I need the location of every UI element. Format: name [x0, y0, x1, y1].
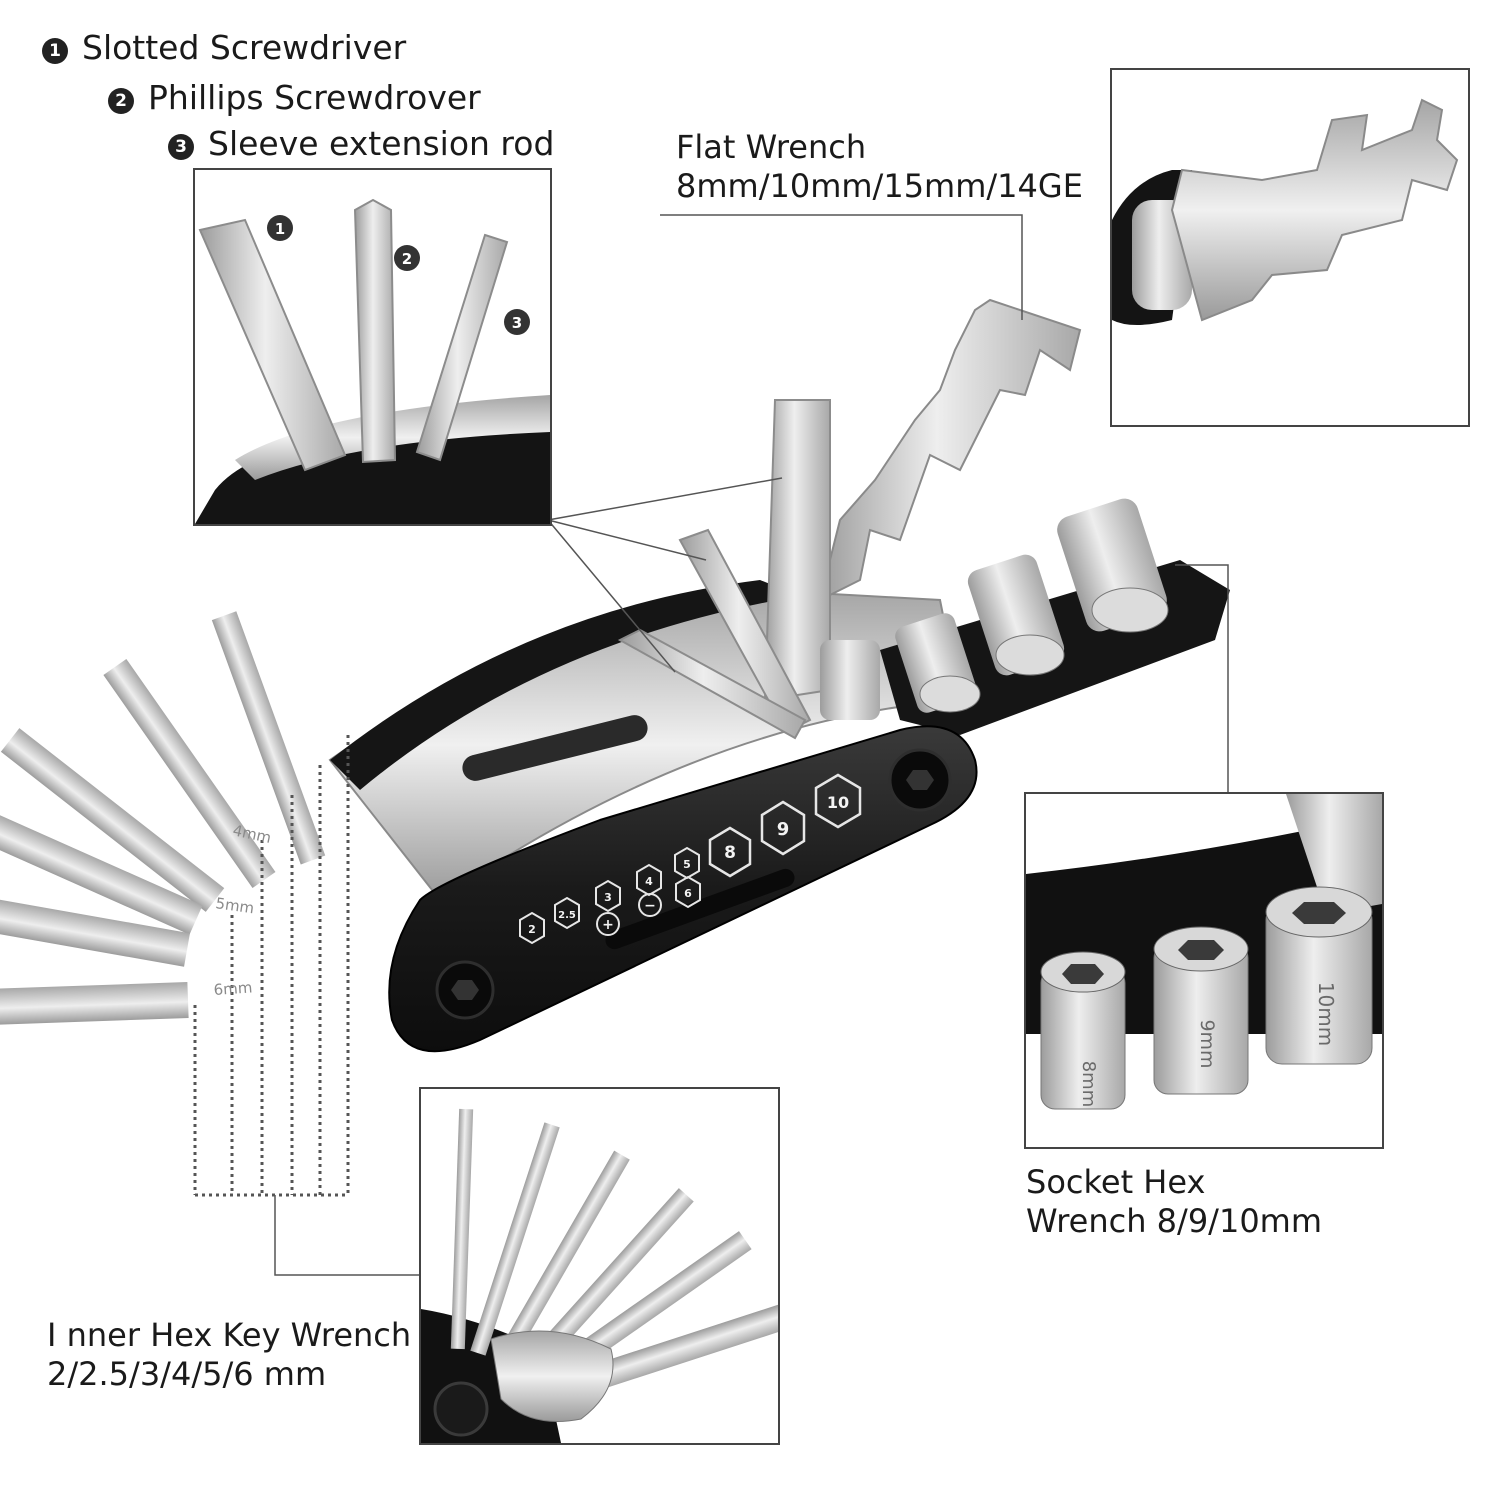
- sockets: [820, 498, 1169, 720]
- callout-inner-hex-key-wrench: I nner Hex Key Wrench 2/2.5/3/4/5/6 mm: [47, 1316, 412, 1394]
- svg-text:2: 2: [402, 250, 412, 268]
- hex-etching: 6mm: [213, 978, 253, 999]
- hex-key-detail-inset: [419, 1087, 780, 1445]
- phillips-bit: [678, 528, 812, 734]
- svg-text:10: 10: [827, 793, 849, 812]
- size-badge: 10: [814, 773, 862, 829]
- flat-wrench: [818, 298, 1082, 602]
- size-badge: 3: [595, 879, 621, 913]
- svg-text:8: 8: [724, 843, 736, 863]
- inset-number-2: 2: [394, 245, 420, 271]
- hex-key-fan: [0, 611, 326, 1030]
- number-badge: 2: [108, 88, 134, 114]
- screwdriver-detail-inset: 1 2 3: [193, 168, 552, 526]
- flat-wrench-detail-inset: [1110, 68, 1470, 427]
- size-badge: 6: [675, 875, 701, 909]
- svg-text:9: 9: [777, 819, 790, 840]
- hex-etching: 5mm: [214, 894, 255, 917]
- inset-number-1: 1: [267, 215, 293, 241]
- svg-text:3: 3: [512, 314, 522, 332]
- svg-text:8mm: 8mm: [1078, 1061, 1099, 1108]
- size-badge: 4: [636, 863, 662, 897]
- size-badge: −: [638, 893, 662, 917]
- svg-text:1: 1: [275, 220, 285, 238]
- callout-flat-wrench: Flat Wrench 8mm/10mm/15mm/14GE: [676, 128, 1083, 206]
- number-badge: 1: [42, 38, 68, 64]
- size-badge: +: [596, 912, 620, 936]
- size-badge: 9: [760, 800, 806, 856]
- svg-text:4: 4: [645, 875, 653, 888]
- svg-text:2.5: 2.5: [558, 910, 576, 921]
- svg-text:2: 2: [528, 923, 536, 936]
- svg-text:+: +: [602, 917, 614, 933]
- socket-detail-inset: 8mm 9mm 10mm: [1024, 792, 1384, 1149]
- number-badge: 3: [168, 134, 194, 160]
- hex-dotted-guides: [193, 735, 350, 1197]
- size-badge: 2: [519, 911, 545, 945]
- size-badge: 8: [708, 826, 752, 878]
- svg-text:10mm: 10mm: [1314, 982, 1338, 1046]
- size-badges: 2 2.5 3 4 5 6 8 9 10 +: [519, 773, 862, 945]
- socket-10mm: 10mm: [1265, 886, 1373, 1065]
- svg-text:3: 3: [604, 891, 612, 904]
- svg-text:9mm: 9mm: [1196, 1019, 1218, 1068]
- callout-socket-hex-wrench: Socket Hex Wrench 8/9/10mm: [1026, 1163, 1323, 1241]
- size-badge: 5: [674, 846, 700, 880]
- size-badge: 2.5: [554, 896, 580, 930]
- svg-text:5: 5: [683, 858, 691, 871]
- tool-body: [388, 725, 978, 1053]
- svg-text:6: 6: [684, 887, 692, 900]
- socket-9mm: 9mm: [1153, 926, 1249, 1095]
- leader-lines: [274, 214, 1229, 1276]
- socket-8mm: 8mm: [1040, 951, 1126, 1110]
- svg-text:−: −: [644, 898, 656, 914]
- inset-number-3: 3: [504, 309, 530, 335]
